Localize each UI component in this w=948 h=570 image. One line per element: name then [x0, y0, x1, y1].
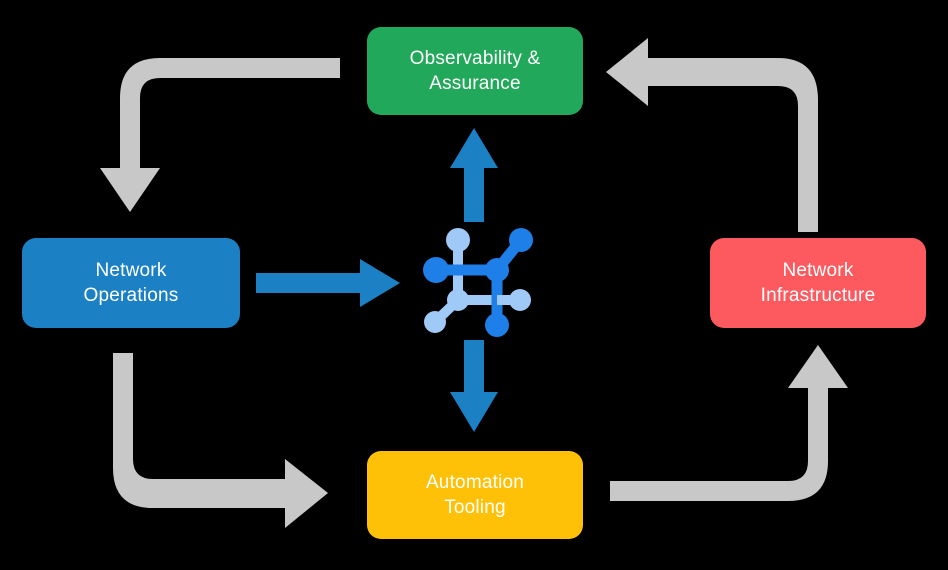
arrow-center-to-automation: [450, 340, 498, 432]
node-network-operations[interactable]: Network Operations: [22, 238, 240, 328]
arrow-infrastructure-to-observability: [606, 38, 818, 232]
arrow-center-to-observability: [450, 128, 498, 222]
network-icon-edges: [431, 236, 526, 326]
arrow-observability-to-operations: [100, 58, 340, 212]
arrow-automation-to-infrastructure: [610, 345, 848, 501]
arrow-operations-to-center: [256, 259, 400, 307]
node-automation-tooling[interactable]: Automation Tooling: [367, 451, 583, 539]
network-icon-nodes: [423, 228, 533, 337]
node-network-infrastructure[interactable]: Network Infrastructure: [710, 238, 926, 328]
arrow-operations-to-automation: [113, 353, 328, 528]
node-observability-assurance[interactable]: Observability & Assurance: [367, 27, 583, 115]
